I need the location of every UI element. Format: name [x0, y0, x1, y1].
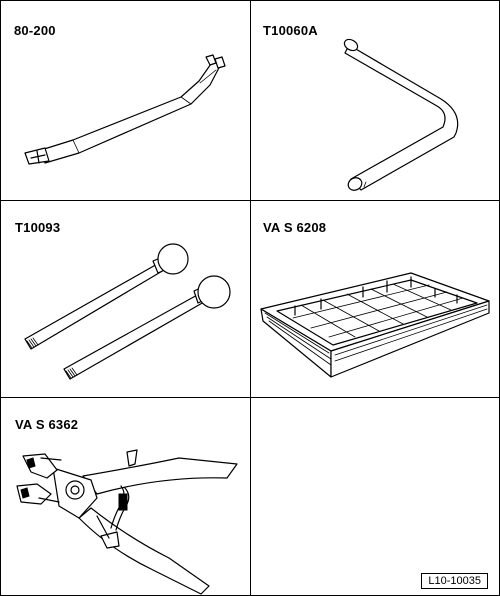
tool-cell-80-200: 80-200: [1, 1, 250, 200]
tool-label: 80-200: [14, 23, 56, 38]
hose-clamp-pliers-icon: [16, 449, 238, 595]
ball-rod-pair-icon: [24, 243, 231, 380]
tool-cell-T10093: T10093: [1, 201, 250, 397]
row-divider-1: [0, 200, 500, 201]
tool-label: T10060A: [263, 23, 318, 38]
pry-lever-icon: [24, 54, 226, 165]
figure-reference: L10-10035: [421, 573, 488, 589]
tool-cell-VAS-6208: VA S 6208: [251, 201, 499, 397]
border-left: [0, 0, 1, 596]
tool-label: VA S 6362: [15, 417, 79, 432]
tool-cell-VAS-6362: VA S 6362: [1, 398, 250, 595]
tool-label: VA S 6208: [263, 220, 327, 235]
drip-tray-icon: [260, 272, 490, 378]
tool-cell-T10060A: T10060A: [251, 1, 499, 200]
bent-pin-icon: [343, 38, 459, 191]
row-divider-2: [0, 397, 500, 398]
column-divider: [250, 0, 251, 596]
tool-label: T10093: [15, 220, 61, 235]
tool-cell-empty: [251, 398, 499, 595]
